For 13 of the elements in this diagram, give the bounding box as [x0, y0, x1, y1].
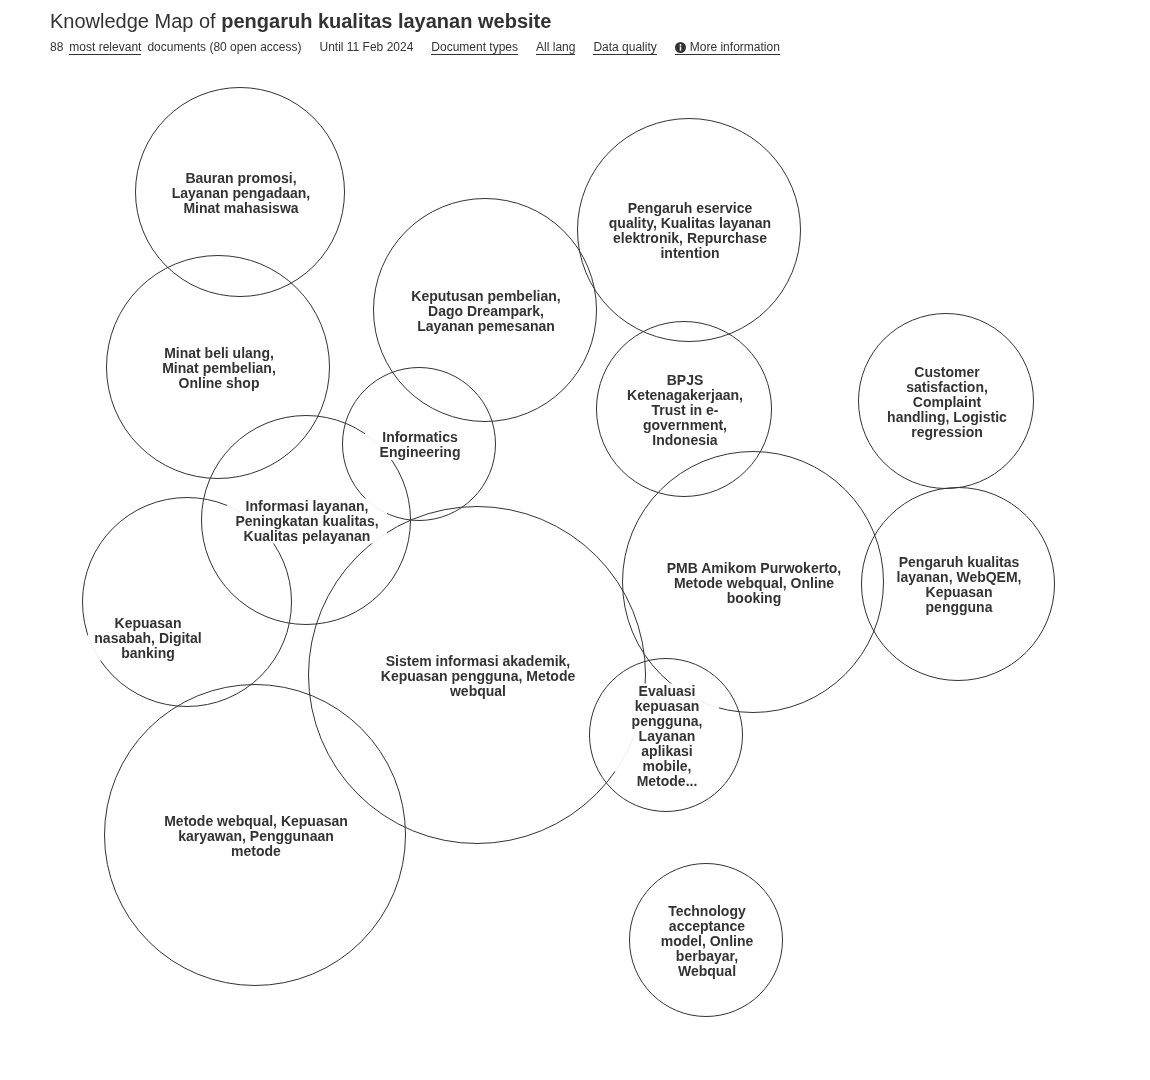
meta-text: Until 11 Feb 2024: [319, 40, 414, 55]
topic-label: Customer satisfaction, Complaint handling, Logistic regression: [887, 364, 1007, 440]
meta-link: Document types: [431, 40, 519, 55]
meta-text: 88: [50, 40, 64, 55]
topic-label: Pengaruh eservice quality, Kualitas layanan elektronik, Repurchase intention: [607, 201, 773, 261]
meta-text: documents (80 open access): [147, 40, 302, 55]
meta-link: most relevant: [69, 40, 142, 55]
topic-label: Informasi layanan, Peningkatan kualitas, Kualitas pelayanan: [227, 498, 387, 544]
meta-link: All lang: [536, 40, 576, 55]
meta-link: Data quality: [593, 40, 657, 55]
topic-label: Evaluasi kepuasan pengguna, Layanan aplikasi mobile, Metode...: [615, 683, 719, 789]
map-title: Knowledge Map of pengaruh kualitas layanan website: [50, 10, 552, 33]
meta-link: More information: [674, 40, 780, 55]
